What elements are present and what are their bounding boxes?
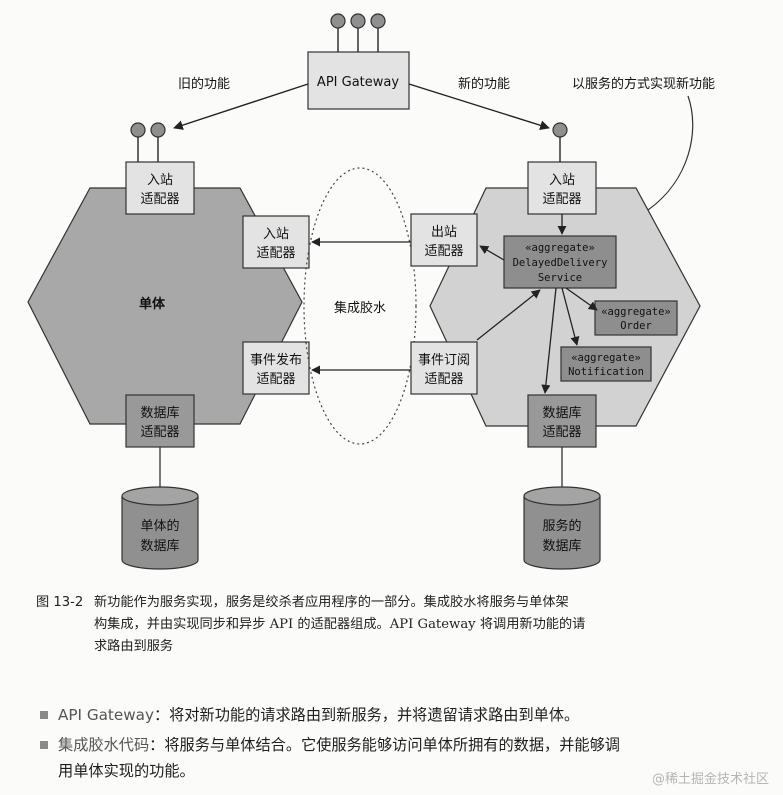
svg-text:«aggregate»: «aggregate»	[601, 306, 671, 318]
svg-text:数据库: 数据库	[542, 405, 581, 421]
aggregate-notification: «aggregate» Notification	[560, 346, 652, 382]
api-gateway: API Gateway	[307, 13, 410, 110]
bullet-square-icon	[40, 711, 48, 719]
watermark: @稀土掘金技术社区	[651, 772, 769, 787]
monolith-port-icon	[130, 122, 146, 138]
service-outbound-adapter: 出站 适配器	[410, 213, 478, 267]
svg-text:适配器: 适配器	[140, 192, 179, 207]
service-db-adapter: 数据库 适配器	[527, 394, 597, 448]
svg-text:服务的: 服务的	[542, 518, 581, 534]
api-port-icon	[330, 13, 346, 29]
monolith-port-icon	[150, 122, 166, 138]
svg-text:«aggregate»: «aggregate»	[571, 352, 641, 364]
svg-text:Service: Service	[538, 272, 582, 284]
svg-text:Order: Order	[620, 320, 652, 332]
svg-text:Notification: Notification	[568, 366, 644, 378]
svg-text:出站: 出站	[431, 225, 457, 240]
bullet-term: 集成胶水代码	[58, 736, 150, 754]
service-port-icon	[552, 122, 568, 138]
caption-line-1: 新功能作为服务实现，服务是绞杀者应用程序的一部分。集成胶水将服务与单体架	[94, 595, 569, 610]
monolith-inbound-adapter-right: 入站 适配器	[242, 215, 310, 269]
svg-text:入站: 入站	[147, 173, 173, 188]
svg-text:适配器: 适配器	[256, 246, 295, 261]
new-feature-label: 新的功能	[458, 76, 510, 92]
svg-text:适配器: 适配器	[542, 192, 581, 207]
old-feature-label: 旧的功能	[178, 76, 230, 92]
svg-text:事件订阅: 事件订阅	[418, 353, 470, 368]
svg-text:«aggregate»: «aggregate»	[525, 242, 595, 254]
svg-text:适配器: 适配器	[424, 372, 463, 387]
svg-text:适配器: 适配器	[140, 425, 179, 440]
monolith-database: 单体的 数据库	[121, 486, 199, 570]
service-database: 服务的 数据库	[523, 486, 601, 570]
architecture-diagram: API Gateway 旧的功能 新的功能 以服务的方式实现新功能 单体 入站 …	[27, 13, 715, 570]
bullet-square-icon	[40, 741, 48, 749]
svg-text:事件发布: 事件发布	[250, 352, 302, 368]
figure-caption: 图 13-2 新功能作为服务实现，服务是绞杀者应用程序的一部分。集成胶水将服务与单…	[36, 592, 758, 658]
bullet-term: API Gateway	[58, 706, 154, 724]
svg-text:适配器: 适配器	[542, 425, 581, 440]
api-port-icon	[370, 13, 386, 29]
caption-line-3: 求路由到服务	[94, 639, 174, 654]
aggregate-order: «aggregate» Order	[594, 300, 678, 336]
bullet-text: ：将对新功能的请求路由到新服务，并将遗留请求路由到单体。	[153, 706, 580, 724]
aggregate-delayed-delivery-service: «aggregate» DelayedDelivery Service	[503, 235, 617, 289]
svg-text:数据库: 数据库	[542, 538, 581, 554]
integration-glue-outline	[303, 167, 417, 445]
service-note: 以服务的方式实现新功能	[572, 76, 715, 92]
monolith-event-publish-adapter: 事件发布 适配器	[242, 341, 310, 395]
bullet-text: ：将服务与单体结合。它使服务能够访问单体所拥有的数据，并能够调	[149, 736, 620, 754]
svg-text:单体的: 单体的	[140, 518, 179, 534]
glue-label: 集成胶水	[334, 300, 386, 316]
monolith-db-adapter: 数据库 适配器	[125, 394, 195, 448]
monolith-hexagon	[27, 187, 303, 425]
api-port-icon	[350, 13, 366, 29]
svg-text:入站: 入站	[549, 173, 575, 188]
bullet-text-continued: 用单体实现的功能。	[58, 762, 195, 780]
service-event-subscribe-adapter: 事件订阅 适配器	[410, 341, 478, 395]
svg-text:数据库: 数据库	[140, 538, 179, 554]
bullet-item: 集成胶水代码：将服务与单体结合。它使服务能够访问单体所拥有的数据，并能够调 用单…	[36, 732, 776, 784]
caption-line-2: 构集成，并由实现同步和异步 API 的适配器组成。API Gateway 将调用…	[94, 617, 586, 632]
svg-text:入站: 入站	[263, 227, 289, 242]
bullet-list: API Gateway：将对新功能的请求路由到新服务，并将遗留请求路由到单体。 …	[36, 702, 776, 788]
monolith-inbound-adapter: 入站 适配器	[125, 161, 195, 215]
bullet-item: API Gateway：将对新功能的请求路由到新服务，并将遗留请求路由到单体。	[36, 702, 776, 728]
api-gateway-label: API Gateway	[317, 75, 399, 90]
service-inbound-adapter: 入站 适配器	[527, 161, 597, 215]
svg-text:适配器: 适配器	[256, 372, 295, 387]
figure-number: 图 13-2	[36, 595, 84, 610]
svg-text:适配器: 适配器	[424, 244, 463, 259]
monolith-title: 单体	[139, 296, 166, 312]
svg-text:DelayedDelivery: DelayedDelivery	[513, 257, 608, 269]
svg-text:数据库: 数据库	[140, 405, 179, 421]
